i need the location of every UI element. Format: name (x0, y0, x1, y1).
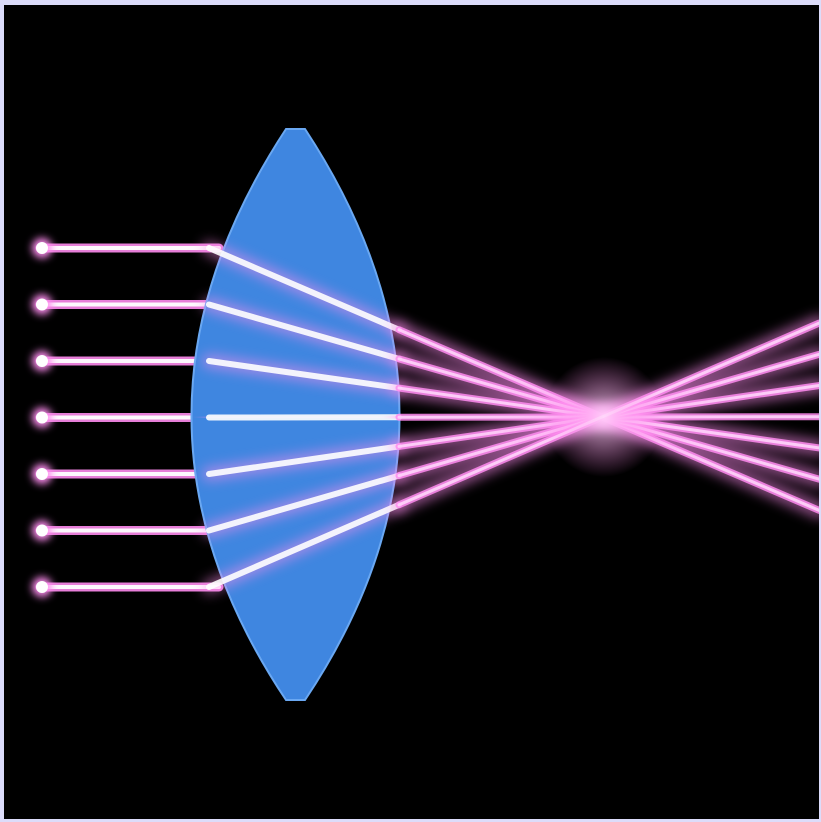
source-point-7 (36, 581, 48, 593)
source-point-2 (36, 299, 48, 311)
focal-point-glow (544, 357, 664, 477)
source-point-6 (36, 525, 48, 537)
source-point-4 (36, 412, 48, 424)
lens-ray-diagram (4, 5, 819, 819)
source-point-3 (36, 355, 48, 367)
source-point-1 (36, 242, 48, 254)
source-point-5 (36, 468, 48, 480)
